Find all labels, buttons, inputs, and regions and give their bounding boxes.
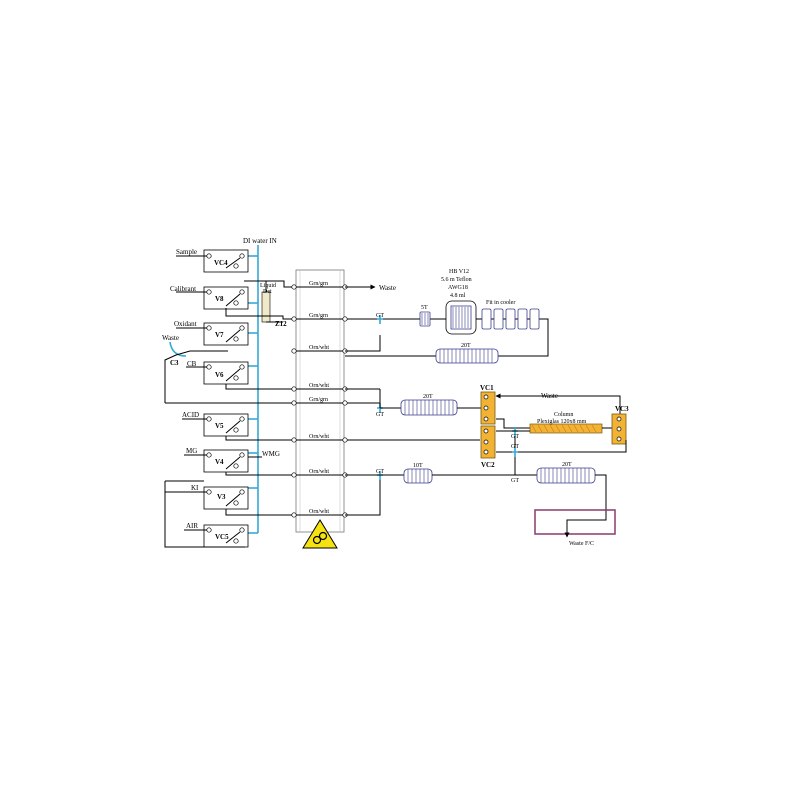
valve-vc4-label: VC4 xyxy=(214,259,228,267)
valve-vc1[interactable] xyxy=(480,391,496,425)
column xyxy=(529,423,603,434)
coil-10t-label: 10T xyxy=(413,463,423,469)
input-air: AIR xyxy=(186,522,198,530)
valve-to-pump-lines xyxy=(164,280,381,516)
coil-5t-label: 5T xyxy=(421,305,428,311)
valve-v3-label: V3 xyxy=(217,493,226,501)
waste-left-label: Waste xyxy=(162,334,179,342)
valve-vc3[interactable] xyxy=(611,413,627,445)
input-cb: CB xyxy=(187,360,197,368)
valve-v3[interactable] xyxy=(203,486,249,510)
valve-vc2[interactable] xyxy=(480,425,496,459)
tube-label-8: Orn/wht xyxy=(309,509,329,515)
pump-warning-icon xyxy=(302,519,338,549)
gt-junction-1 xyxy=(377,315,383,324)
valve-vc5-label: VC5 xyxy=(215,533,229,541)
tube-label-2: Grn/grn xyxy=(309,313,328,319)
valve-v7[interactable] xyxy=(203,322,249,346)
waste-fc-label: Waste F/C xyxy=(569,541,594,547)
waste-top-label: Waste xyxy=(379,284,396,292)
valve-v8-label: V8 xyxy=(215,295,224,303)
valve-vc4[interactable] xyxy=(203,249,249,273)
coil-20t-c-label: 20T xyxy=(562,462,572,468)
fit-in-cooler-label: Fit in cooler xyxy=(486,300,515,306)
coil-20t-b xyxy=(400,399,458,416)
valve-vc3-label: VC3 xyxy=(615,405,629,413)
coil-5t xyxy=(419,311,431,327)
input-oxidant: Oxidant xyxy=(174,320,197,328)
c3-label: C3 xyxy=(170,359,179,367)
input-sample: Sample xyxy=(176,248,197,256)
di-water-label: DI water IN xyxy=(243,237,277,245)
input-mg: MG xyxy=(186,447,197,455)
column-label-1: Column xyxy=(554,412,573,418)
valve-vc2-label: VC2 xyxy=(481,461,495,469)
hb-v12-coil xyxy=(445,300,477,335)
gt-label-6: GT xyxy=(376,469,384,475)
detector-label-1: Liquid xyxy=(260,283,276,289)
hb-label-4: 4.8 ml xyxy=(450,293,466,299)
gt-junction-4 xyxy=(512,448,518,457)
coil-20t-a xyxy=(435,348,499,364)
coil-20t-c xyxy=(536,467,596,484)
valve-v6[interactable] xyxy=(203,361,249,385)
tube-label-7: Orn/wht xyxy=(309,469,329,475)
detector-label-2: Det xyxy=(263,289,272,295)
cooler-coils xyxy=(481,308,540,330)
valve-vc1-label: VC1 xyxy=(480,384,494,392)
valve-v5[interactable] xyxy=(203,413,249,437)
column-label-2: Plexiglas 120x8 mm xyxy=(537,419,587,425)
valve-vc5[interactable] xyxy=(203,524,249,548)
valve-v7-label: V7 xyxy=(215,331,224,339)
valve-v8[interactable] xyxy=(203,286,249,310)
tube-label-5: Grn/grn xyxy=(309,397,328,403)
hb-label-1: HB V12 xyxy=(449,269,469,275)
tube-label-4: Orn/wht xyxy=(309,383,329,389)
input-calibrant: Calibrant xyxy=(170,285,196,293)
valve-v5-label: V5 xyxy=(215,422,224,430)
gt-label-4: GT xyxy=(511,444,519,450)
valve-v4-label: V4 xyxy=(215,458,224,466)
waste-mid-label: Waste xyxy=(541,392,558,400)
z12-label: Z12 xyxy=(275,320,287,328)
input-acid: ACID xyxy=(182,411,199,419)
wmg-label: WMG xyxy=(262,450,280,458)
waste-fc-box xyxy=(534,509,616,538)
gt-label-2: GT xyxy=(376,412,384,418)
valve-v6-label: V6 xyxy=(215,371,224,379)
coil-20t-a-label: 20T xyxy=(461,343,471,349)
input-lines xyxy=(164,255,245,548)
tube-label-3: Orn/wht xyxy=(309,345,329,351)
hb-label-2: 5.6 m Teflon xyxy=(441,276,472,283)
valve-v4[interactable] xyxy=(203,449,249,473)
coil-10t xyxy=(403,468,433,484)
hb-label-3: AWG18 xyxy=(448,285,468,291)
tube-label-6: Orn/wht xyxy=(309,434,329,440)
tube-label-1: Grn/grn xyxy=(309,281,328,287)
input-ki: KI xyxy=(191,484,199,492)
gt-label-1: GT xyxy=(376,313,384,319)
coil-20t-b-label: 20T xyxy=(423,394,433,400)
peristaltic-pump[interactable] xyxy=(295,269,345,533)
gt-label-5: GT xyxy=(511,478,519,484)
